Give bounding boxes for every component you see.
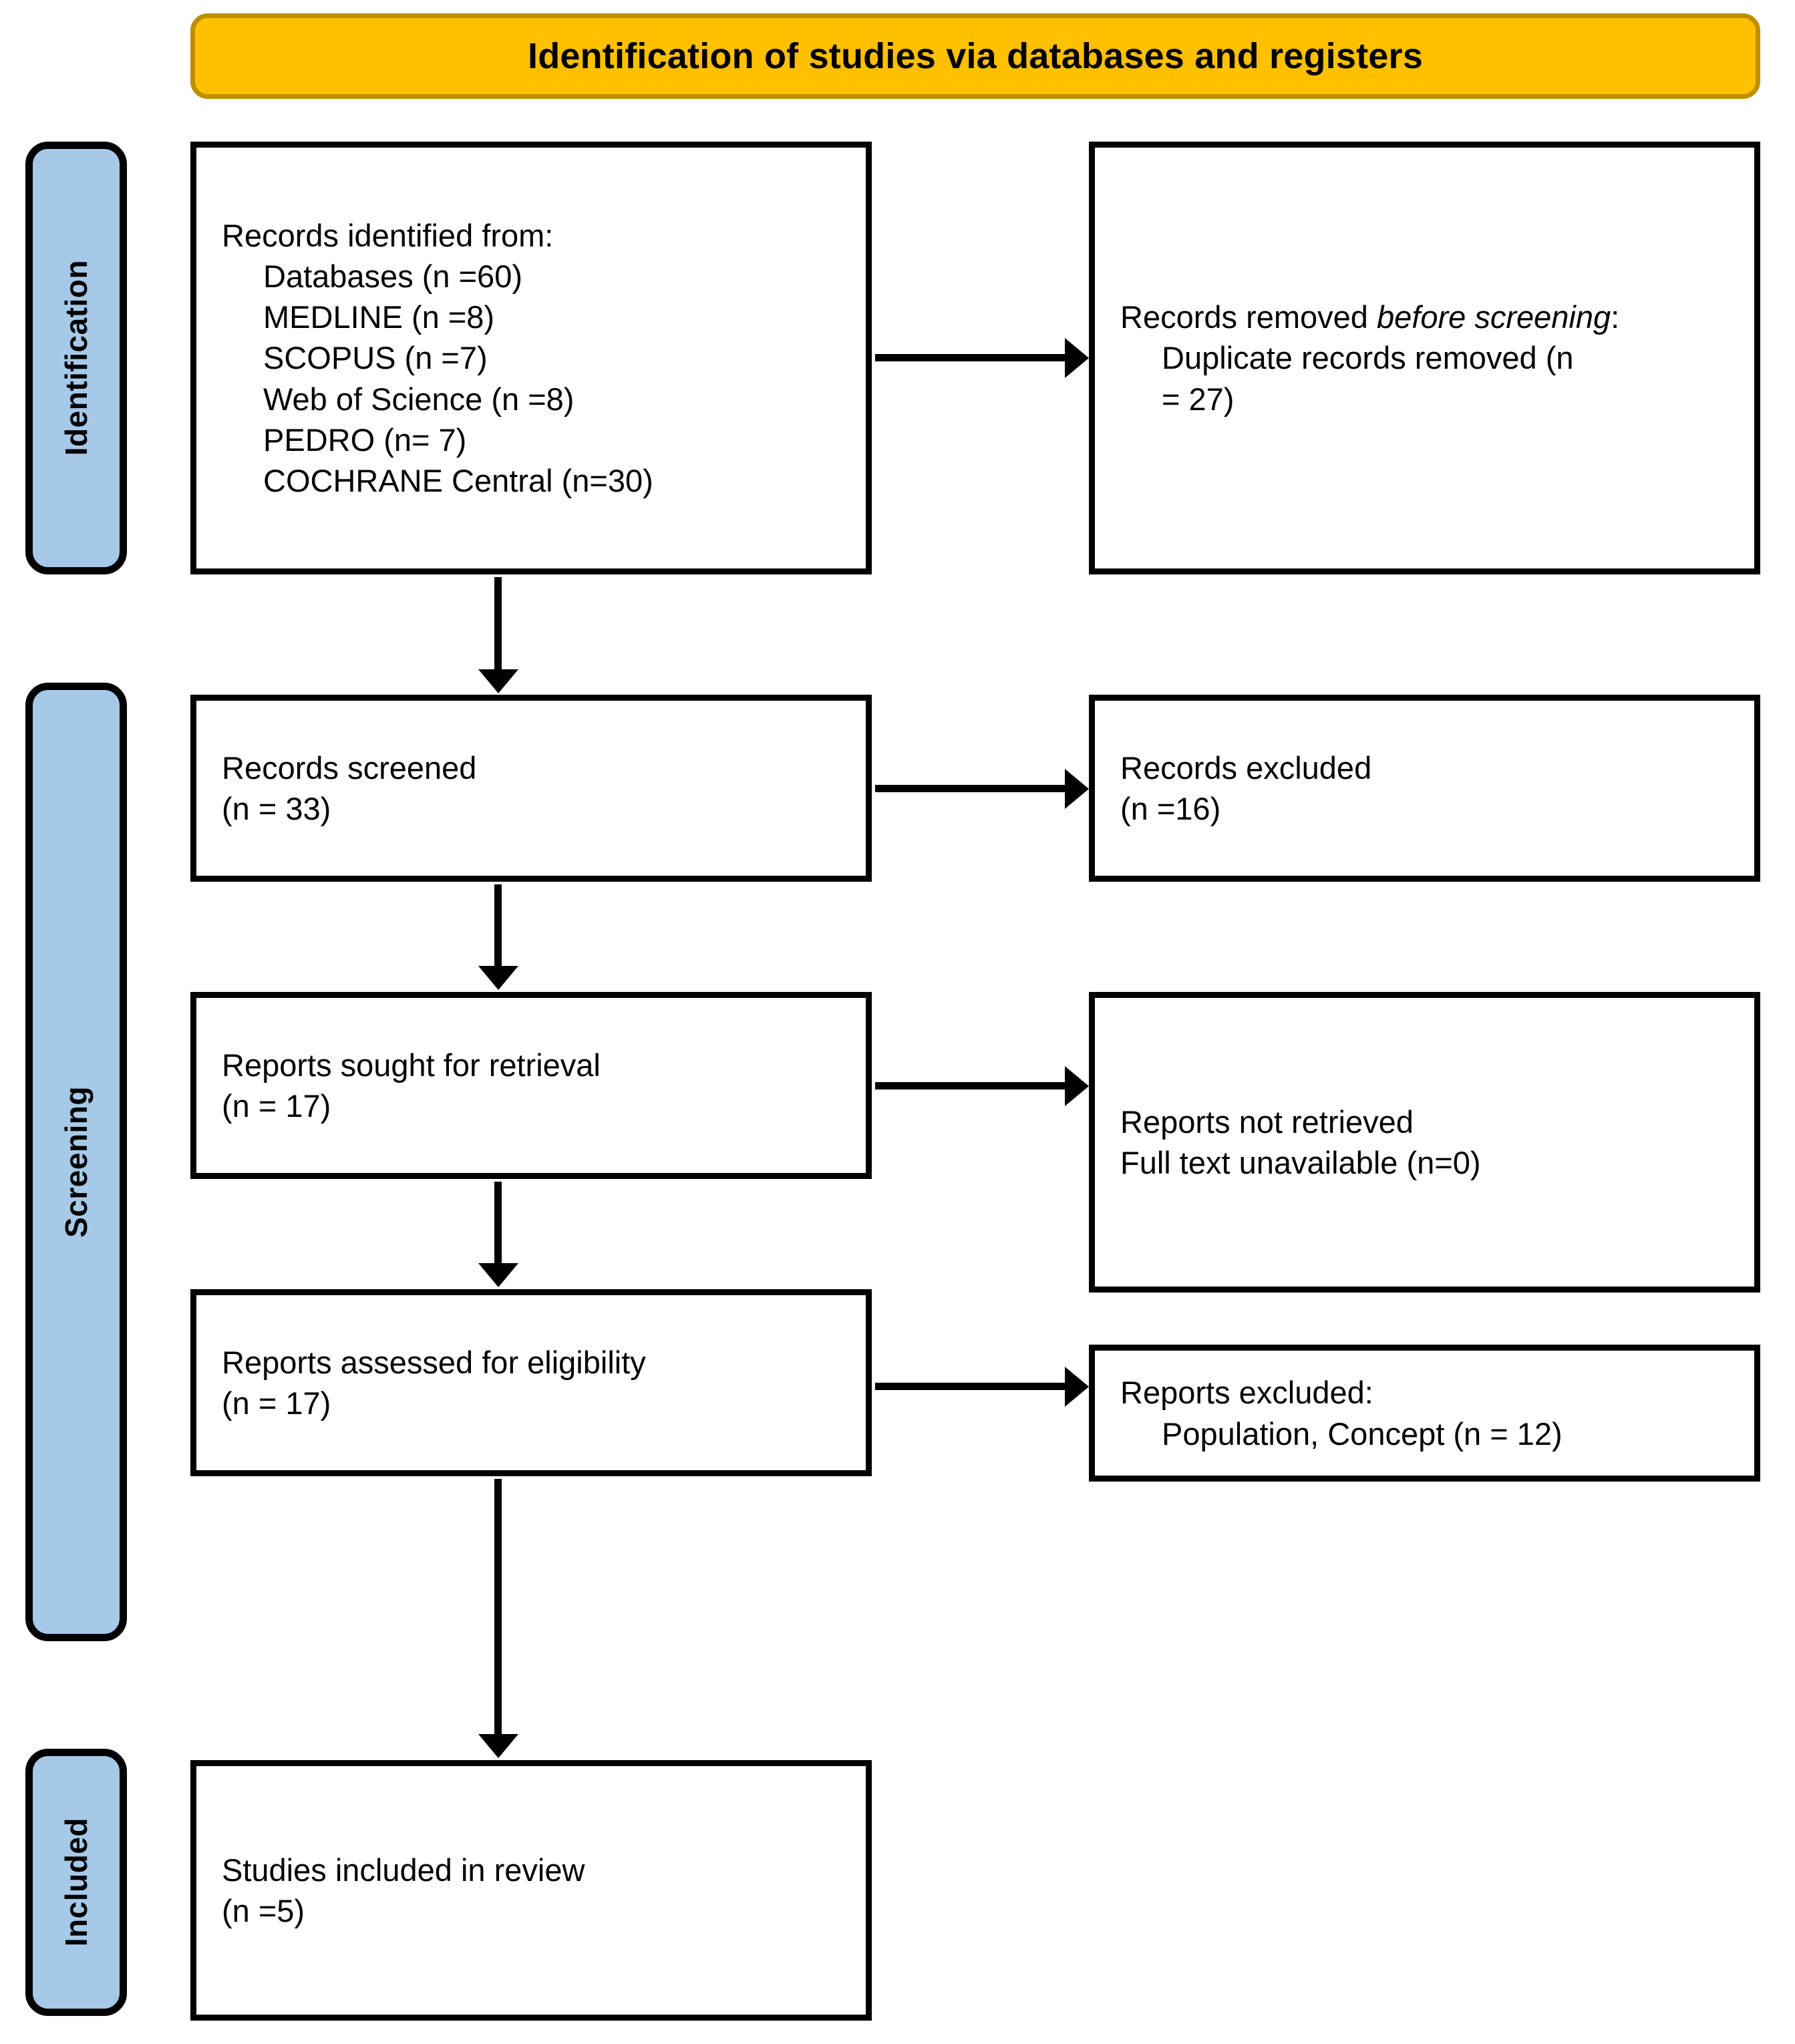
records-identified-item-scopus: SCOPUS (n =7) (263, 340, 488, 376)
diagram-title: Identification of studies via databases … (528, 36, 1423, 76)
records-removed-duplicates-line2: = 27) (1162, 381, 1235, 417)
records-identified-heading: Records identified from: (222, 218, 554, 254)
records-screened-label: Records screened (222, 749, 477, 786)
stage-label-included-text: Included (59, 1818, 94, 1947)
arrow-down-screened-to-sought (494, 884, 502, 967)
box-records-removed: Records removed before screening: Duplic… (1089, 142, 1760, 574)
records-removed-heading-pre: Records removed (1120, 299, 1377, 335)
arrow-down-sought-to-eligibility (494, 1182, 502, 1264)
box-reports-assessed-eligibility: Reports assessed for eligibility (n = 17… (190, 1289, 872, 1476)
stage-label-included: Included (25, 1749, 127, 2016)
records-removed-heading: Records removed before screening: (1120, 297, 1729, 337)
records-identified-item-web-of-science: Web of Science (n =8) (263, 381, 575, 417)
records-identified-item-medline: MEDLINE (n =8) (263, 299, 495, 335)
arrow-down-eligibility-to-included (494, 1479, 502, 1735)
stage-label-screening: Screening (25, 683, 127, 1641)
stage-label-identification-text: Identification (59, 260, 94, 456)
arrow-right-sought-to-not-retrieved (875, 1082, 1066, 1089)
box-reports-not-retrieved: Reports not retrieved Full text unavaila… (1089, 992, 1760, 1293)
records-identified-item-cochrane: COCHRANE Central (n=30) (263, 462, 653, 498)
records-removed-heading-italic: before screening (1377, 299, 1611, 335)
reports-eligibility-count: (n = 17) (222, 1385, 331, 1421)
arrow-down-identified-to-screened (494, 577, 502, 671)
box-records-identified: Records identified from: Databases (n =6… (190, 142, 872, 574)
studies-included-label: Studies included in review (222, 1852, 585, 1888)
records-identified-item-pedro: PEDRO (n= 7) (263, 421, 467, 458)
reports-sought-count: (n = 17) (222, 1088, 331, 1124)
stage-label-identification: Identification (25, 142, 127, 574)
reports-excluded-reason: Population, Concept (n = 12) (1162, 1415, 1563, 1452)
records-removed-duplicates-line1: Duplicate records removed (n (1162, 340, 1574, 376)
records-screened-count: (n = 33) (222, 791, 331, 826)
arrow-right-identified-to-removed (875, 354, 1066, 361)
reports-excluded-heading: Reports excluded: (1120, 1375, 1373, 1411)
diagram-header-banner: Identification of studies via databases … (190, 13, 1760, 99)
reports-not-retrieved-label: Reports not retrieved (1120, 1103, 1414, 1140)
records-excluded-count: (n =16) (1120, 791, 1221, 826)
box-reports-sought: Reports sought for retrieval (n = 17) (190, 992, 872, 1179)
reports-not-retrieved-detail: Full text unavailable (n=0) (1120, 1145, 1481, 1180)
records-removed-heading-post: : (1611, 299, 1620, 335)
arrow-right-eligibility-to-reports-excluded (875, 1383, 1066, 1390)
records-excluded-label: Records excluded (1120, 749, 1372, 786)
arrow-right-screened-to-excluded (875, 785, 1066, 792)
stage-label-screening-text: Screening (59, 1086, 94, 1238)
records-identified-item-databases: Databases (n =60) (263, 259, 522, 295)
studies-included-count: (n =5) (222, 1893, 305, 1928)
box-records-screened: Records screened (n = 33) (190, 695, 872, 882)
box-records-excluded: Records excluded (n =16) (1089, 695, 1760, 882)
reports-eligibility-label: Reports assessed for eligibility (222, 1344, 646, 1380)
reports-sought-label: Reports sought for retrieval (222, 1047, 601, 1083)
box-reports-excluded: Reports excluded: Population, Concept (n… (1089, 1345, 1760, 1482)
box-studies-included: Studies included in review (n =5) (190, 1760, 872, 2021)
